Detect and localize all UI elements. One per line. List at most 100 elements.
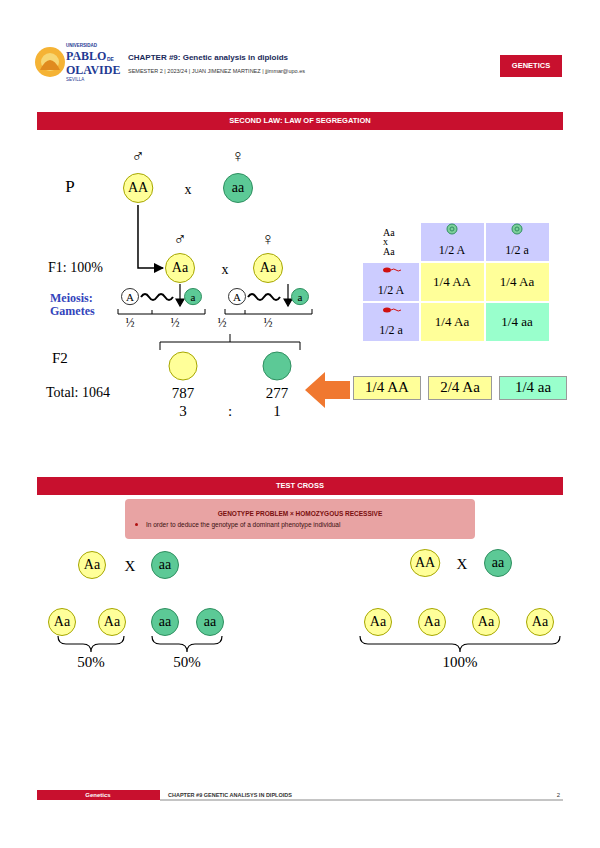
circle-outline <box>254 254 283 283</box>
genotype-circle-text: Aa <box>84 557 100 573</box>
genotype-circle-text: Aa <box>260 260 276 276</box>
punnett-header-text: 1/2 a <box>505 244 529 258</box>
genotype-circle: Aa <box>418 608 446 636</box>
genotype-circle-text: aa <box>232 180 244 196</box>
text-row: aa <box>204 614 216 630</box>
genotype-circle-text: aa <box>159 614 171 630</box>
footer-tag-text: Genetics <box>85 792 110 799</box>
circle-outline <box>123 174 152 203</box>
section-tag-text: GENETICS <box>512 62 550 71</box>
genotype-circle-text: Aa <box>54 614 70 630</box>
circle-outline <box>410 550 439 577</box>
note-box: GENOTYPE PROBLEM × HOMOZYGOUS RECESSIVE I… <box>125 499 475 539</box>
logo-emblem <box>35 47 65 77</box>
bracket <box>118 309 312 350</box>
punnett-cell-text: 1/4 aa <box>501 315 532 330</box>
text-row: aa <box>159 614 171 630</box>
circle-outline <box>99 609 126 636</box>
genotype-circle-text: aa <box>204 614 216 630</box>
percent-label: 50% <box>77 654 105 671</box>
genotype-circle-text: AA <box>415 555 435 571</box>
generation-label: P <box>65 178 74 197</box>
arrowhead <box>284 299 292 306</box>
text-row: In order to deduce the genotype of a dom… <box>135 521 465 528</box>
cross-sign: x <box>185 182 192 197</box>
text-row: TEST CROSS <box>276 482 324 491</box>
circle-outline <box>49 609 76 636</box>
punnett-header: 1/2 a <box>485 222 550 262</box>
offspring-circle <box>169 352 197 380</box>
punnett-cell: 1/4 Aa <box>420 302 485 342</box>
bracket <box>225 309 312 314</box>
genotype-circle: aa <box>151 608 179 636</box>
text-row: A <box>126 291 134 304</box>
bracket <box>118 309 205 314</box>
university-logo <box>35 47 65 77</box>
text-row: Aa x Aa <box>383 228 399 257</box>
genotype-circle-text: Aa <box>424 614 440 630</box>
brace <box>152 636 222 652</box>
ratio-label: 1 <box>273 403 281 420</box>
genotype-circle: Aa <box>98 608 126 636</box>
segregation-arrow <box>176 284 292 306</box>
text-row: 2/4 Aa <box>440 379 480 396</box>
segregation-arrow <box>179 284 180 300</box>
note-box-text: GENOTYPE PROBLEM × HOMOZYGOUS RECESSIVE <box>218 510 383 517</box>
ratio-box: 1/4 aa <box>499 376 567 400</box>
circle-outline <box>79 552 106 579</box>
genotype-circle: AA <box>123 173 153 203</box>
arrow-connector <box>138 205 163 268</box>
segregation-arrow <box>287 284 288 300</box>
text-row: Aa <box>104 614 120 630</box>
punnett-header-text: 1/2 A <box>378 284 404 298</box>
fraction-label: ½ <box>218 317 227 330</box>
circle-outline <box>224 174 253 203</box>
genotype-circle-text: Aa <box>532 614 548 630</box>
genotype-circle: Aa <box>472 608 500 636</box>
punnett-corner-text: Aa x Aa <box>383 228 399 257</box>
chromosome-squiggle <box>141 294 280 300</box>
genotype-circle: aa <box>151 551 179 579</box>
genotype-circle-text: aa <box>159 557 171 573</box>
punnett-header: 1/2 a <box>362 302 420 342</box>
text-row: GENOTYPE PROBLEM × HOMOZYGOUS RECESSIVE <box>135 510 465 517</box>
text-row: GENETICS <box>512 62 550 71</box>
punnett-cell: 1/4 aa <box>485 302 550 342</box>
block-arrow <box>305 372 350 408</box>
generation-label: F1: 100% <box>48 260 103 275</box>
logo-emblem <box>40 60 60 70</box>
punnett-cell: 1/4 AA <box>420 262 485 302</box>
footer-rule <box>160 800 563 801</box>
punnett-corner: Aa x Aa <box>362 222 420 262</box>
section-band-text: TEST CROSS <box>276 482 324 491</box>
text-row: 1/4 AA <box>433 275 471 290</box>
cross-sign: X <box>457 556 468 573</box>
punnett-cell-text: 1/4 Aa <box>435 315 469 330</box>
bracket <box>160 334 300 350</box>
brace <box>58 636 560 652</box>
gamete-circle-text: A <box>126 291 134 304</box>
text-row: 1/4 Aa <box>500 275 534 290</box>
genotype-circle-text: Aa <box>104 614 120 630</box>
circle-outline <box>485 550 512 577</box>
sex-symbol: ♀ <box>261 230 275 250</box>
egg-icon <box>447 224 522 234</box>
text-row: Aa <box>424 614 440 630</box>
gamete-circle-text: a <box>298 291 303 304</box>
genotype-circle: Aa <box>253 253 283 283</box>
punnett-header: 1/2 A <box>420 222 485 262</box>
gamete-circle: a <box>291 288 309 305</box>
text-row: Aa <box>532 614 548 630</box>
cross-sign: x <box>222 262 229 277</box>
percent-label: 50% <box>173 654 201 671</box>
gamete-circle: A <box>228 288 246 305</box>
brace <box>58 636 124 652</box>
punnett-cell-text: 1/4 Aa <box>500 275 534 290</box>
fraction-label: ½ <box>126 317 135 330</box>
genotype-circle: aa <box>484 549 512 577</box>
sperm-icon <box>391 309 401 311</box>
logo-text: OLAVIDE <box>66 64 120 77</box>
sex-symbol: ♀ <box>231 147 245 167</box>
sex-symbol: ♂ <box>131 147 145 167</box>
